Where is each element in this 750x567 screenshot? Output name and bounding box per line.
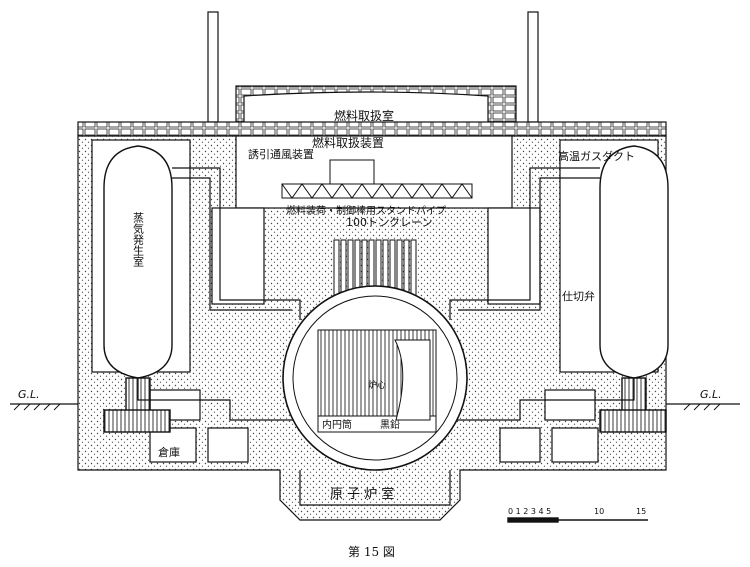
label-steam-generator: 蒸気発生室 bbox=[132, 212, 145, 267]
label-gl-right: G.L. bbox=[700, 388, 722, 401]
label-isolation-valve: 仕切弁 bbox=[562, 289, 595, 303]
crane-truss bbox=[281, 159, 473, 199]
label-fuel-handling-room: 燃料取扱室 bbox=[334, 108, 394, 123]
label-induced-ventilation: 誘引通風装置 bbox=[248, 147, 314, 161]
label-warehouse: 倉庫 bbox=[158, 445, 180, 459]
chimney-right bbox=[527, 11, 539, 123]
gas-ducts bbox=[137, 167, 635, 421]
scale-ticks: 0 1 2 3 4 5 bbox=[508, 507, 551, 516]
label-gl-left: G.L. bbox=[18, 388, 40, 401]
label-high-temp-gas-duct: 高温ガスダクト bbox=[558, 149, 635, 163]
label-inner-cylinder: 内円筒 bbox=[322, 418, 352, 431]
figure-caption: 第 15 図 bbox=[348, 545, 395, 559]
standpipes bbox=[333, 239, 417, 321]
label-reactor-room: 原 子 炉 室 bbox=[330, 486, 394, 502]
label-graphite: 黒鉛 bbox=[380, 418, 400, 431]
label-crane: 100トンクレーン bbox=[346, 216, 432, 229]
labels: 燃料取扱室 燃料取扱装置 誘引通風装置 高温ガスダクト 燃料装荷・制御棒用スタン… bbox=[18, 108, 722, 559]
scale-bar bbox=[507, 517, 648, 523]
label-core-mark: 炉心 bbox=[368, 379, 386, 391]
steam-generator-right bbox=[599, 145, 669, 433]
label-fuel-handling-machine: 燃料取扱装置 bbox=[312, 135, 384, 150]
chimney-left bbox=[207, 11, 219, 123]
reactor-vessel bbox=[282, 285, 468, 471]
ground-lines bbox=[10, 403, 740, 411]
scale-10: 10 bbox=[594, 507, 604, 516]
label-fuel-control-stand: 燃料装荷・制御棒用スタンドパイプ bbox=[286, 204, 446, 217]
reactor-room-base bbox=[299, 470, 451, 506]
scale-15: 15 bbox=[636, 507, 646, 516]
